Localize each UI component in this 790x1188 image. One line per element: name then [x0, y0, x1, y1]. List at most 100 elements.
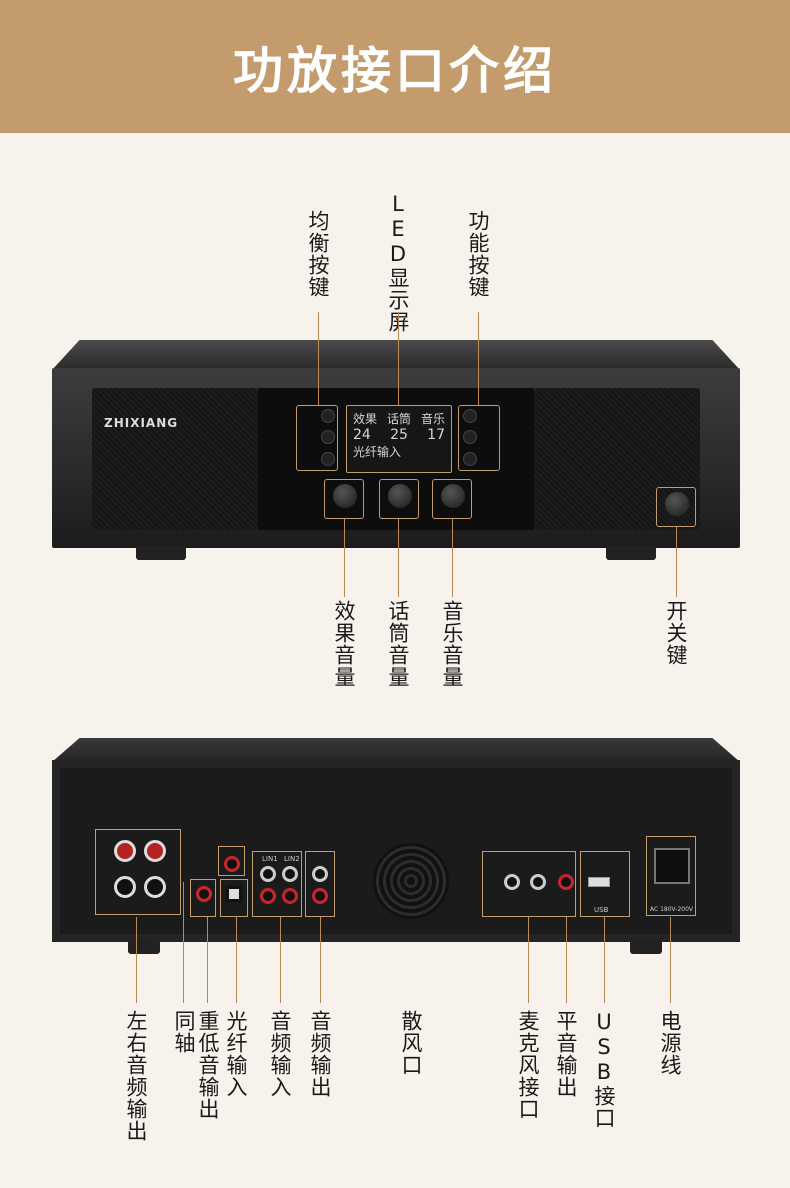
leader-line [478, 312, 479, 405]
audio-in-jack[interactable] [282, 866, 298, 882]
speaker-post-black[interactable] [144, 876, 166, 898]
page-title: 功放接口介绍 [233, 41, 557, 100]
rear-device-top [52, 738, 740, 762]
mic-box [482, 851, 576, 917]
line1-tag: LIN1 [262, 855, 278, 863]
label-music-volume: 音乐音量 [440, 600, 464, 688]
speaker-post-black[interactable] [114, 876, 136, 898]
mic-volume-knob[interactable] [388, 484, 412, 508]
eq-button[interactable] [321, 409, 335, 423]
eq-button-group [296, 405, 338, 471]
leader-line [320, 917, 321, 1003]
lcd-label-effect: 效果 [353, 412, 378, 426]
speaker-post-red[interactable] [144, 840, 166, 862]
front-foot-left [136, 546, 186, 560]
leader-line [398, 312, 399, 405]
effect-volume-knob[interactable] [333, 484, 357, 508]
effect-knob-box[interactable] [324, 479, 364, 519]
header-banner: 功放接口介绍 [0, 0, 790, 133]
power-socket[interactable] [654, 848, 690, 884]
coaxial-box [218, 846, 245, 876]
power-rating: AC 180V-200V [650, 906, 694, 913]
leader-line [670, 917, 671, 1003]
label-power-cord: 电源线 [658, 1010, 682, 1076]
leader-line [398, 519, 399, 597]
audio-out-jack[interactable] [312, 888, 328, 904]
label-led-display: LED显示屏 [386, 192, 410, 333]
leader-line [280, 917, 281, 1003]
label-effect-volume: 效果音量 [332, 600, 356, 688]
label-audio-out: 音频输出 [308, 1010, 332, 1098]
leader-line [207, 917, 208, 1003]
vent-fan [373, 843, 449, 919]
music-volume-knob[interactable] [441, 484, 465, 508]
line2-tag: LIN2 [284, 855, 300, 863]
usb-box [580, 851, 630, 917]
leader-line [183, 882, 184, 1003]
optical-box [220, 879, 248, 917]
lcd-display: 效果 话筒 音乐 24 25 17 光纤输入 [346, 405, 452, 473]
label-subwoofer-out: 重低音输出 [196, 1010, 220, 1120]
audio-in-jack[interactable] [260, 888, 276, 904]
power-switch-box[interactable] [656, 487, 696, 527]
rear-foot-right [630, 940, 662, 954]
label-vent: 散风口 [399, 1010, 423, 1076]
rear-foot-left [128, 940, 160, 954]
usb-tag: USB [594, 906, 609, 914]
leader-line [318, 312, 319, 405]
usb-port[interactable] [588, 877, 610, 887]
lcd-value-music: 17 [427, 427, 445, 443]
function-button-group [458, 405, 500, 471]
audio-in-jack[interactable] [282, 888, 298, 904]
lcd-label-music: 音乐 [420, 412, 445, 426]
audio-out-jack[interactable] [312, 866, 328, 882]
label-optical-in: 光纤输入 [224, 1010, 248, 1098]
label-mic-jack: 麦克风接口 [516, 1010, 540, 1120]
line-out-jack[interactable] [558, 874, 574, 890]
left-grill [92, 388, 258, 530]
power-switch-knob[interactable] [665, 492, 689, 516]
function-button[interactable] [463, 430, 477, 444]
music-knob-box[interactable] [432, 479, 472, 519]
brand-logo: ZHIXIANG [104, 416, 179, 430]
mic-jack[interactable] [504, 874, 520, 890]
leader-line [566, 917, 567, 1003]
mic-jack[interactable] [530, 874, 546, 890]
lcd-value-effect: 24 [353, 427, 371, 443]
front-device-top [52, 340, 740, 370]
label-usb: USB接口 [592, 1010, 616, 1129]
eq-button[interactable] [321, 430, 335, 444]
power-box [646, 836, 696, 916]
subwoofer-box [190, 879, 216, 917]
function-button[interactable] [463, 409, 477, 423]
label-power-switch: 开关键 [664, 600, 688, 666]
eq-button[interactable] [321, 452, 335, 466]
label-line-out: 平音输出 [554, 1010, 578, 1098]
front-foot-right [606, 546, 656, 560]
label-eq-keys: 均衡按键 [306, 210, 330, 298]
leader-line [604, 917, 605, 1003]
audio-out-box [305, 851, 335, 917]
lcd-label-mic: 话筒 [386, 412, 411, 426]
coaxial-jack[interactable] [224, 856, 240, 872]
label-function-keys: 功能按键 [466, 210, 490, 298]
lcd-input-source: 光纤输入 [353, 445, 402, 459]
label-audio-in: 音频输入 [268, 1010, 292, 1098]
audio-in-box [252, 851, 302, 917]
lcd-value-mic: 25 [390, 427, 408, 443]
leader-line [136, 917, 137, 1003]
leader-line [236, 917, 237, 1003]
leader-line [344, 519, 345, 597]
subwoofer-jack[interactable] [196, 886, 212, 902]
leader-line [676, 527, 677, 597]
speaker-post-red[interactable] [114, 840, 136, 862]
mic-knob-box[interactable] [379, 479, 419, 519]
function-button[interactable] [463, 452, 477, 466]
leader-line [452, 519, 453, 597]
optical-port[interactable] [226, 886, 242, 902]
speaker-terminal-box [95, 829, 181, 915]
label-coaxial: 同轴 [172, 1010, 196, 1054]
audio-in-jack[interactable] [260, 866, 276, 882]
leader-line [528, 917, 529, 1003]
label-mic-volume: 话筒音量 [386, 600, 410, 688]
